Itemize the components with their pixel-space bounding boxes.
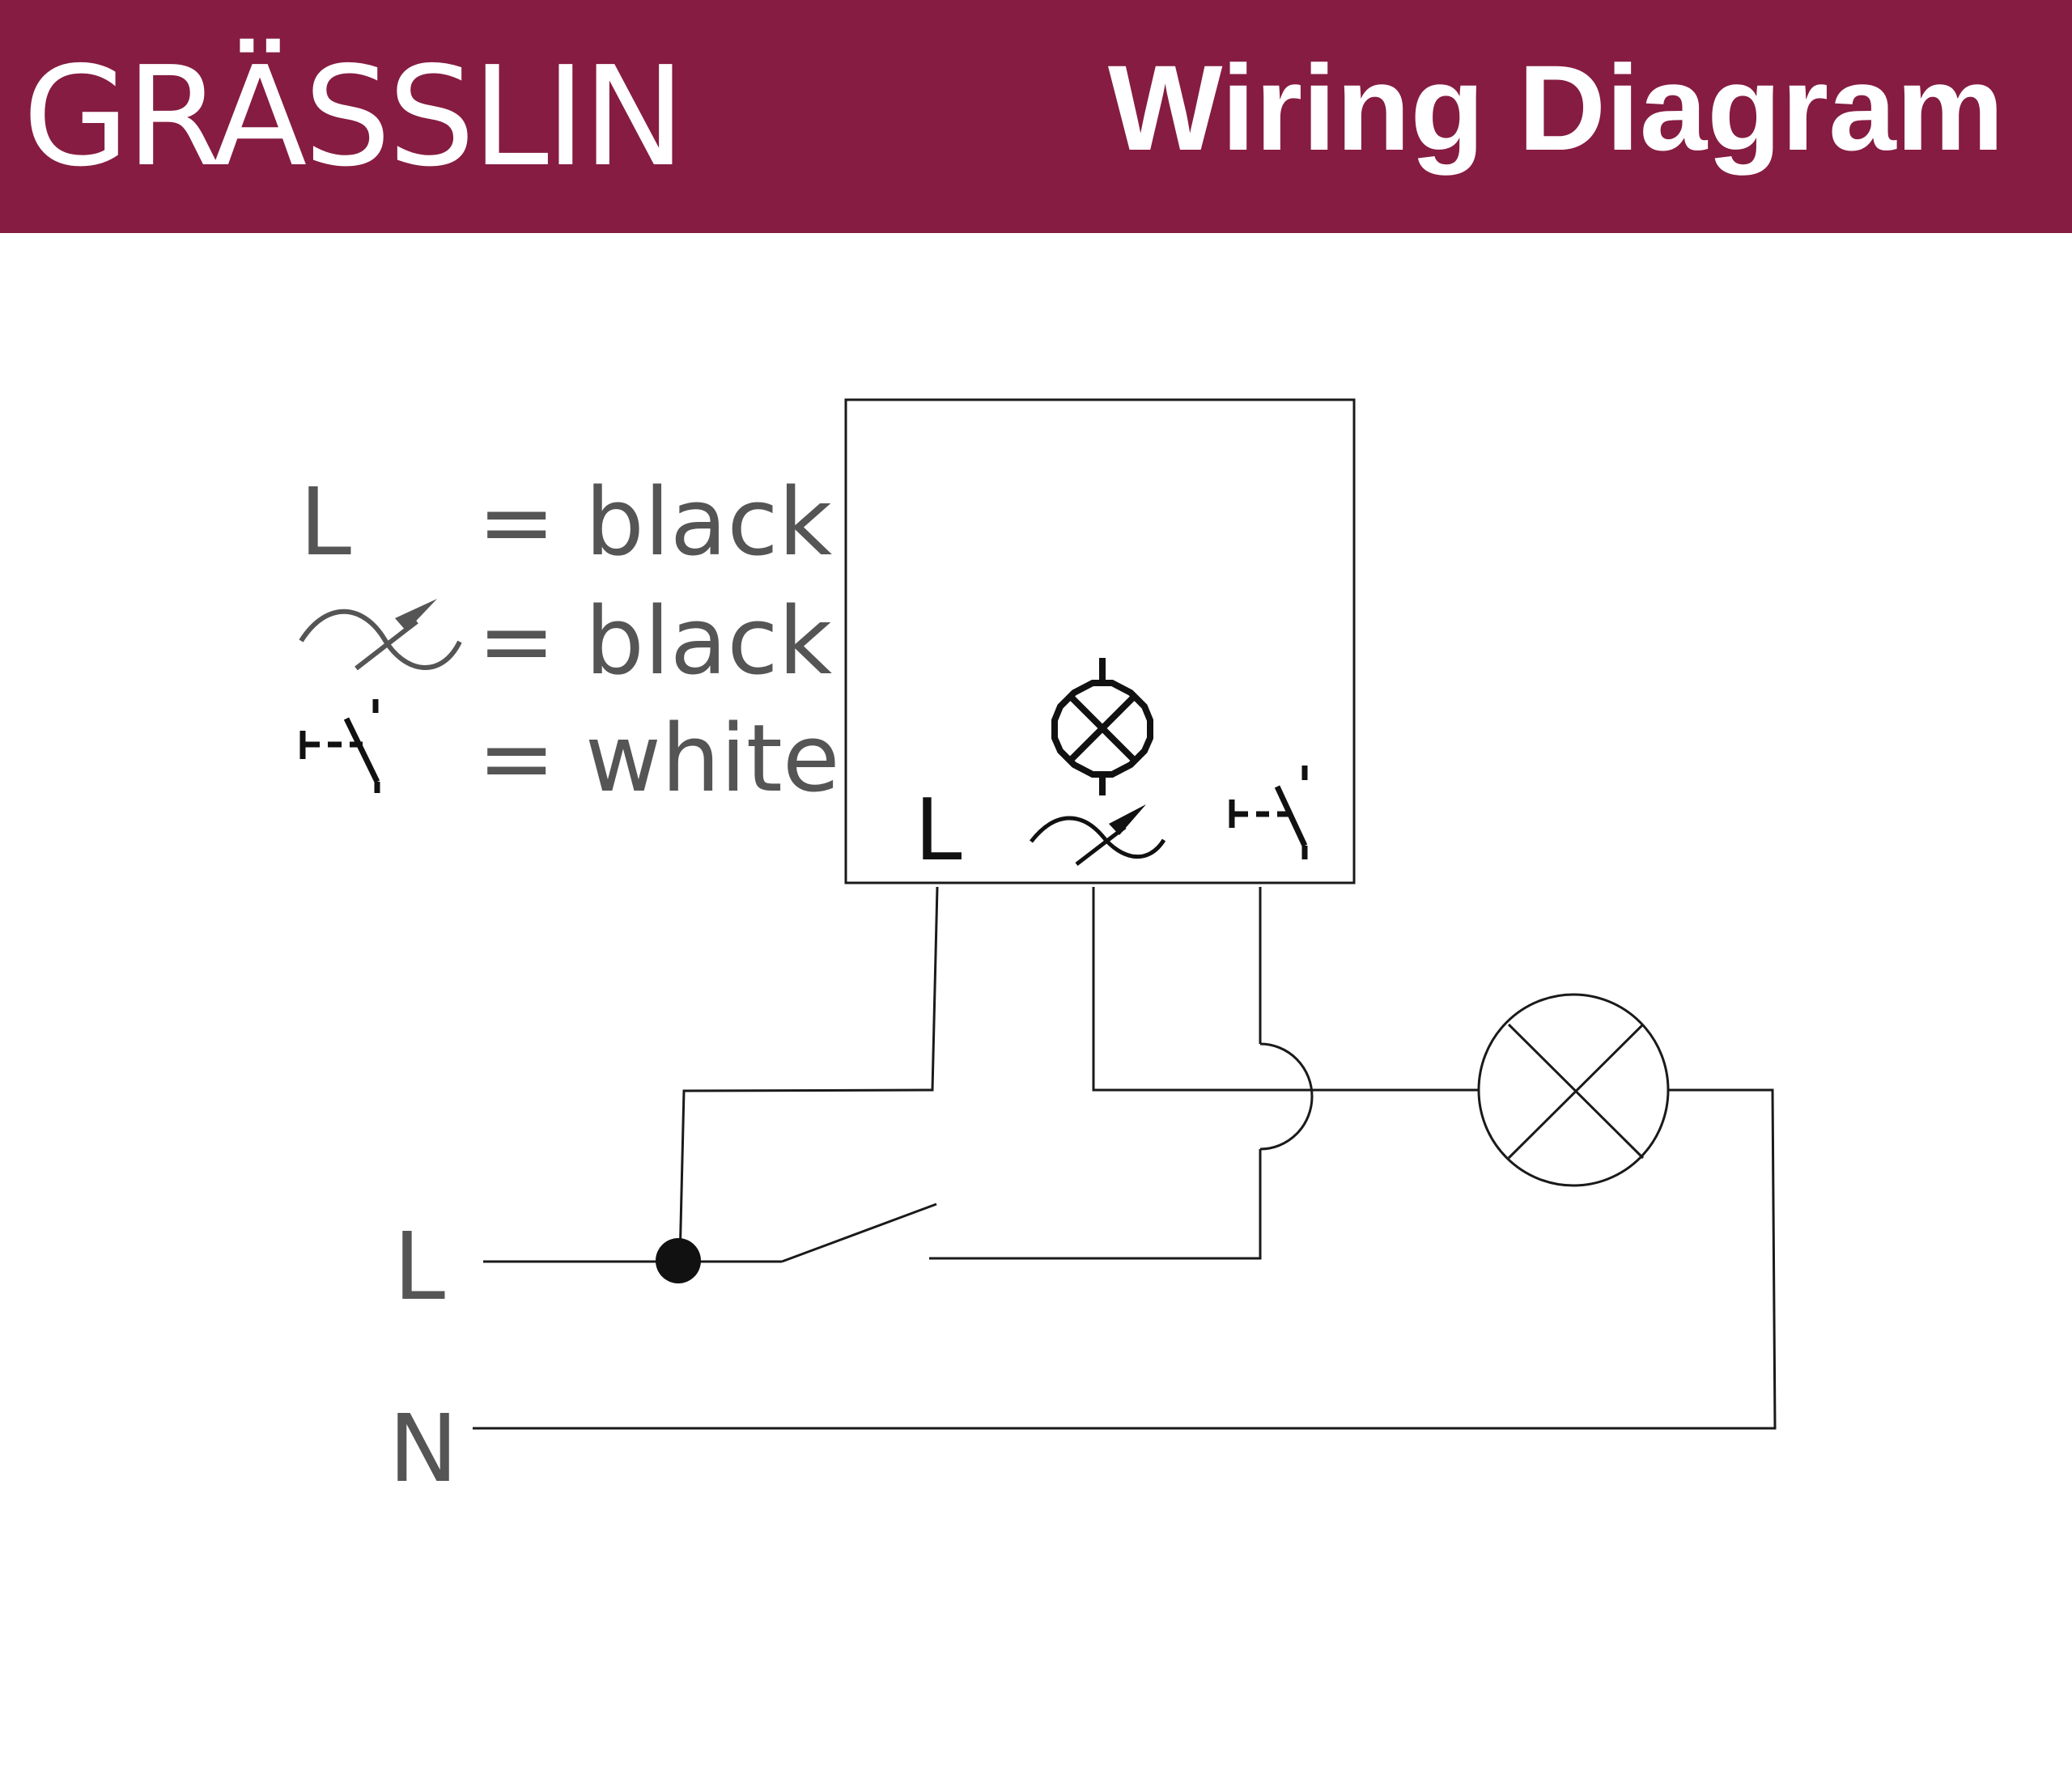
wires <box>473 886 1777 1430</box>
brand-logo: GRÄSSLIN <box>23 37 686 197</box>
page-title: Wiring Diagram <box>1107 40 2004 176</box>
device-box: L <box>844 398 1356 884</box>
legend-l-color: = black <box>478 469 833 577</box>
junction-dot <box>656 1238 701 1283</box>
terminal-dimmer-icon <box>1030 804 1166 866</box>
terminal-l-label: L <box>915 781 962 880</box>
legend: L = black = black = white <box>299 469 840 813</box>
lamp-icon <box>1051 658 1153 795</box>
legend-symbol-l: L <box>299 469 351 577</box>
legend-pushbutton-color: = white <box>478 705 840 813</box>
load-lamp-icon <box>1477 993 1670 1187</box>
legend-dimmer-color: = black <box>478 587 833 696</box>
pushbutton-icon <box>299 699 380 793</box>
mains-n-label: N <box>388 1395 458 1504</box>
header-bar: GRÄSSLIN Wiring Diagram <box>0 0 2072 233</box>
terminal-pushbutton-icon <box>1229 766 1308 859</box>
mains-l-label: L <box>393 1213 445 1321</box>
dimmer-icon <box>299 599 462 671</box>
